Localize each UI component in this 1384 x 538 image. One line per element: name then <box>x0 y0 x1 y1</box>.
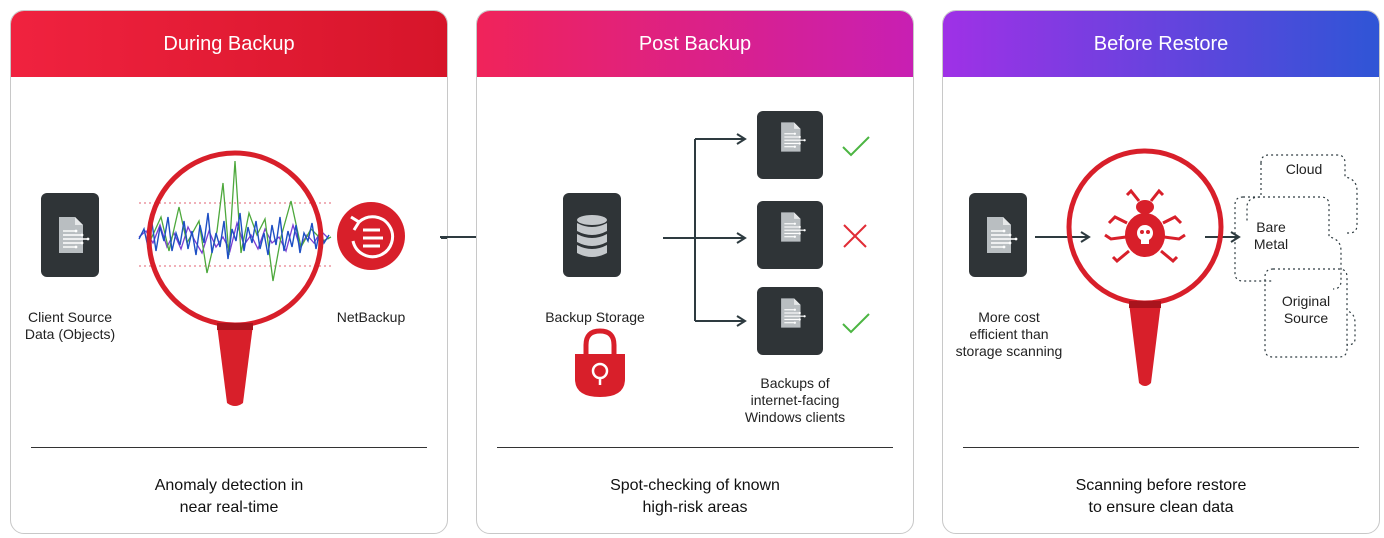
database-icon <box>563 193 621 277</box>
panel-summary: Anomaly detection in near real-time <box>154 477 304 516</box>
original-source-label: Original Source <box>1281 293 1331 326</box>
divider <box>963 447 1359 448</box>
document-icon <box>757 201 823 269</box>
cross-icon <box>843 224 867 248</box>
check-icon <box>842 136 870 334</box>
document-icon <box>969 193 1027 277</box>
netbackup-label: NetBackup <box>336 309 406 325</box>
bug-icon <box>1066 148 1224 386</box>
cloud-label: Cloud <box>1285 161 1323 177</box>
cloud-icon <box>1234 154 1358 358</box>
netbackup-icon <box>337 202 405 270</box>
panel-title: Post Backup <box>477 11 913 77</box>
magnifier-icon <box>138 150 447 406</box>
panel-post-backup: Post Backup Backup Storage <box>476 10 914 534</box>
document-icon <box>41 193 99 277</box>
document-icon <box>757 111 823 179</box>
divider <box>497 447 893 448</box>
panel-title: During Backup <box>11 11 447 77</box>
panel-summary: Scanning before restore to ensure clean … <box>1075 477 1247 516</box>
panel-during-backup: During Backup Client Source Data (Object… <box>10 10 448 534</box>
backup-storage-label: Backup Storage <box>545 309 645 325</box>
client-source-label: Client Source Data (Objects) <box>24 309 116 342</box>
divider <box>31 447 427 448</box>
document-icon <box>757 287 823 355</box>
bare-metal-label: Bare Metal <box>1253 219 1289 252</box>
panel-summary: Spot-checking of known high-risk areas <box>610 477 780 516</box>
panel-title: Before Restore <box>943 11 1379 77</box>
lock-icon <box>575 328 625 397</box>
branch-arrows <box>663 133 747 327</box>
panel-before-restore: Before Restore <box>942 10 1380 534</box>
cost-efficient-label: More cost efficient than storage scannin… <box>955 309 1063 359</box>
backups-label: Backups of internet-facing Windows clien… <box>744 375 846 425</box>
